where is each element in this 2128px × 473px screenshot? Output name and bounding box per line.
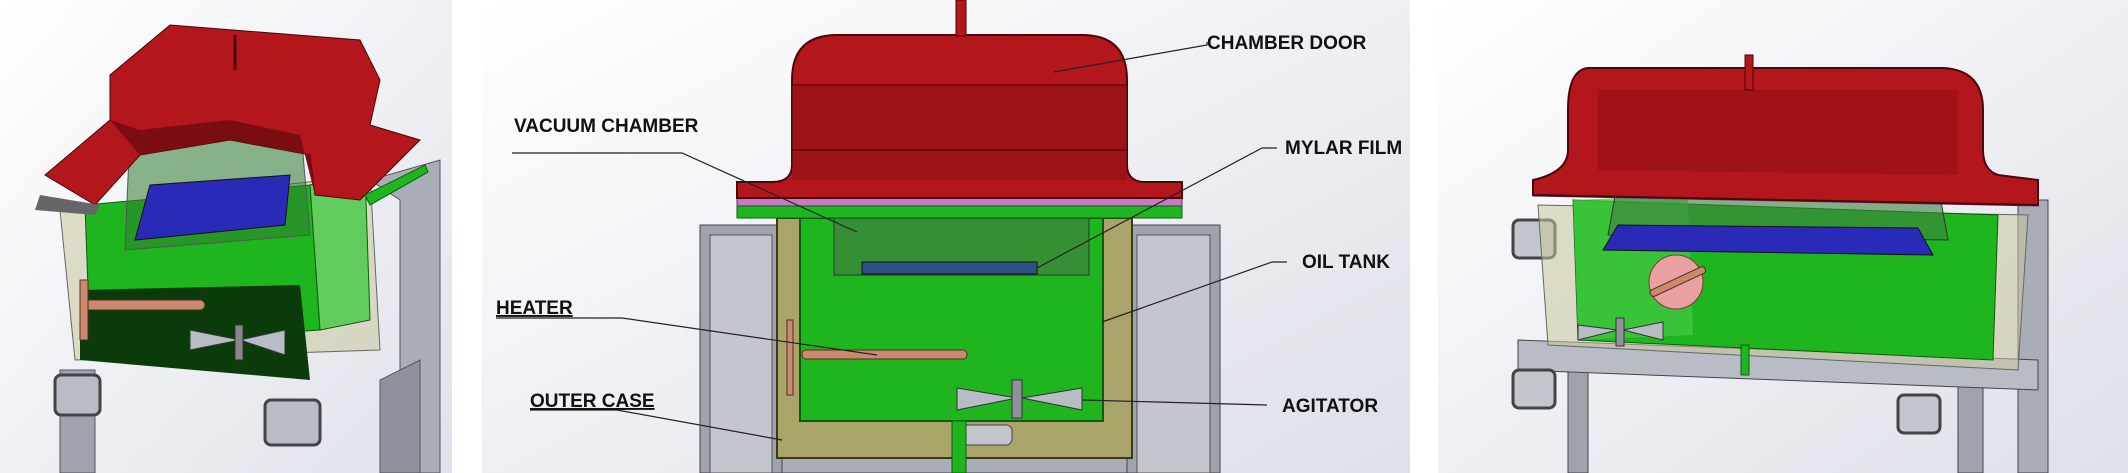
vacuum-plate: [134, 174, 291, 241]
label-oil-tank: OIL TANK: [1302, 252, 1390, 273]
mylar-film: [736, 197, 1183, 207]
agitator: [1577, 317, 1664, 347]
label-vacuum-chamber: VACUUM CHAMBER: [514, 116, 699, 137]
heater-mount: [786, 319, 794, 396]
chamber-door: [35, 24, 429, 215]
agitator: [189, 324, 286, 361]
agitator: [951, 379, 1083, 446]
isometric-view-left-drawing: [0, 0, 452, 473]
heater-rod: [801, 349, 968, 360]
label-outer-case: OUTER CASE: [530, 391, 655, 412]
leader-lines: [496, 42, 1287, 441]
label-mylar-film: MYLAR FILM: [1285, 138, 1402, 159]
heater-rod: [1649, 266, 1706, 297]
heater-rod: [84, 299, 206, 311]
label-heater: HEATER: [496, 298, 573, 319]
vacuum-plate: [1602, 224, 1934, 256]
drain-pipe: [951, 420, 967, 473]
label-agitator: AGITATOR: [1282, 396, 1378, 417]
isometric-view-right: [1438, 0, 2128, 473]
vacuum-plate: [861, 261, 1038, 275]
drain-pipe: [1740, 344, 1750, 376]
section-view-labeled: CHAMBER DOOR VACUUM CHAMBER MYLAR FILM O…: [482, 0, 1410, 473]
isometric-view-left: [0, 0, 452, 473]
label-chamber-door: CHAMBER DOOR: [1207, 33, 1367, 54]
chamber-door: [1532, 54, 2039, 207]
chamber-door: [736, 0, 1183, 199]
isometric-view-right-drawing: [1438, 0, 2128, 473]
support-frame: [53, 159, 441, 473]
section-view-drawing: CHAMBER DOOR VACUUM CHAMBER MYLAR FILM O…: [482, 0, 1410, 473]
